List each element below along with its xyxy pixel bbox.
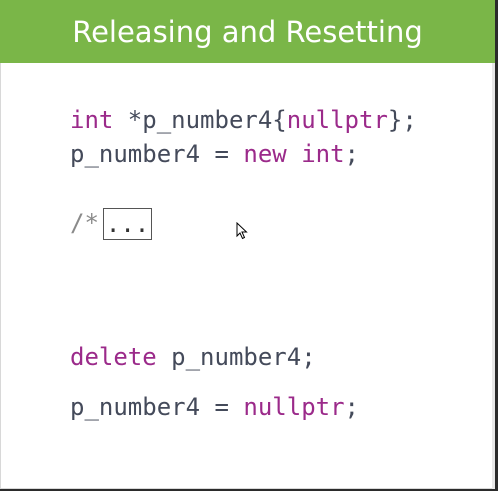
mouse-cursor-icon <box>236 222 248 240</box>
code-text: ; <box>344 393 359 421</box>
slide-header: Releasing and Resetting <box>0 0 495 63</box>
code-text: *p_number4{ <box>113 106 287 134</box>
code-text: }; <box>387 106 417 134</box>
keyword-int: int <box>70 106 114 134</box>
code-text: p_number4 = <box>70 393 244 421</box>
keyword-nullptr: nullptr <box>286 106 388 134</box>
keyword-nullptr: nullptr <box>243 393 345 421</box>
keyword-delete: delete <box>70 343 157 371</box>
code-line-5: p_number4 = nullptr; <box>70 393 359 421</box>
code-line-3: /*... <box>70 208 153 240</box>
code-text: ; <box>344 140 359 168</box>
slide-title: Releasing and Resetting <box>72 14 423 49</box>
code-text: p_number4; <box>156 343 316 371</box>
comment-start: /* <box>70 209 99 237</box>
code-line-2: p_number4 = new int; <box>70 140 359 168</box>
keyword-new-int: new int <box>243 140 345 168</box>
ellipsis-box: ... <box>102 208 153 240</box>
code-text: p_number4 = <box>70 140 244 168</box>
code-line-4: delete p_number4; <box>70 343 316 371</box>
slide-right-edge <box>492 63 495 489</box>
code-line-1: int *p_number4{nullptr}; <box>70 106 417 134</box>
